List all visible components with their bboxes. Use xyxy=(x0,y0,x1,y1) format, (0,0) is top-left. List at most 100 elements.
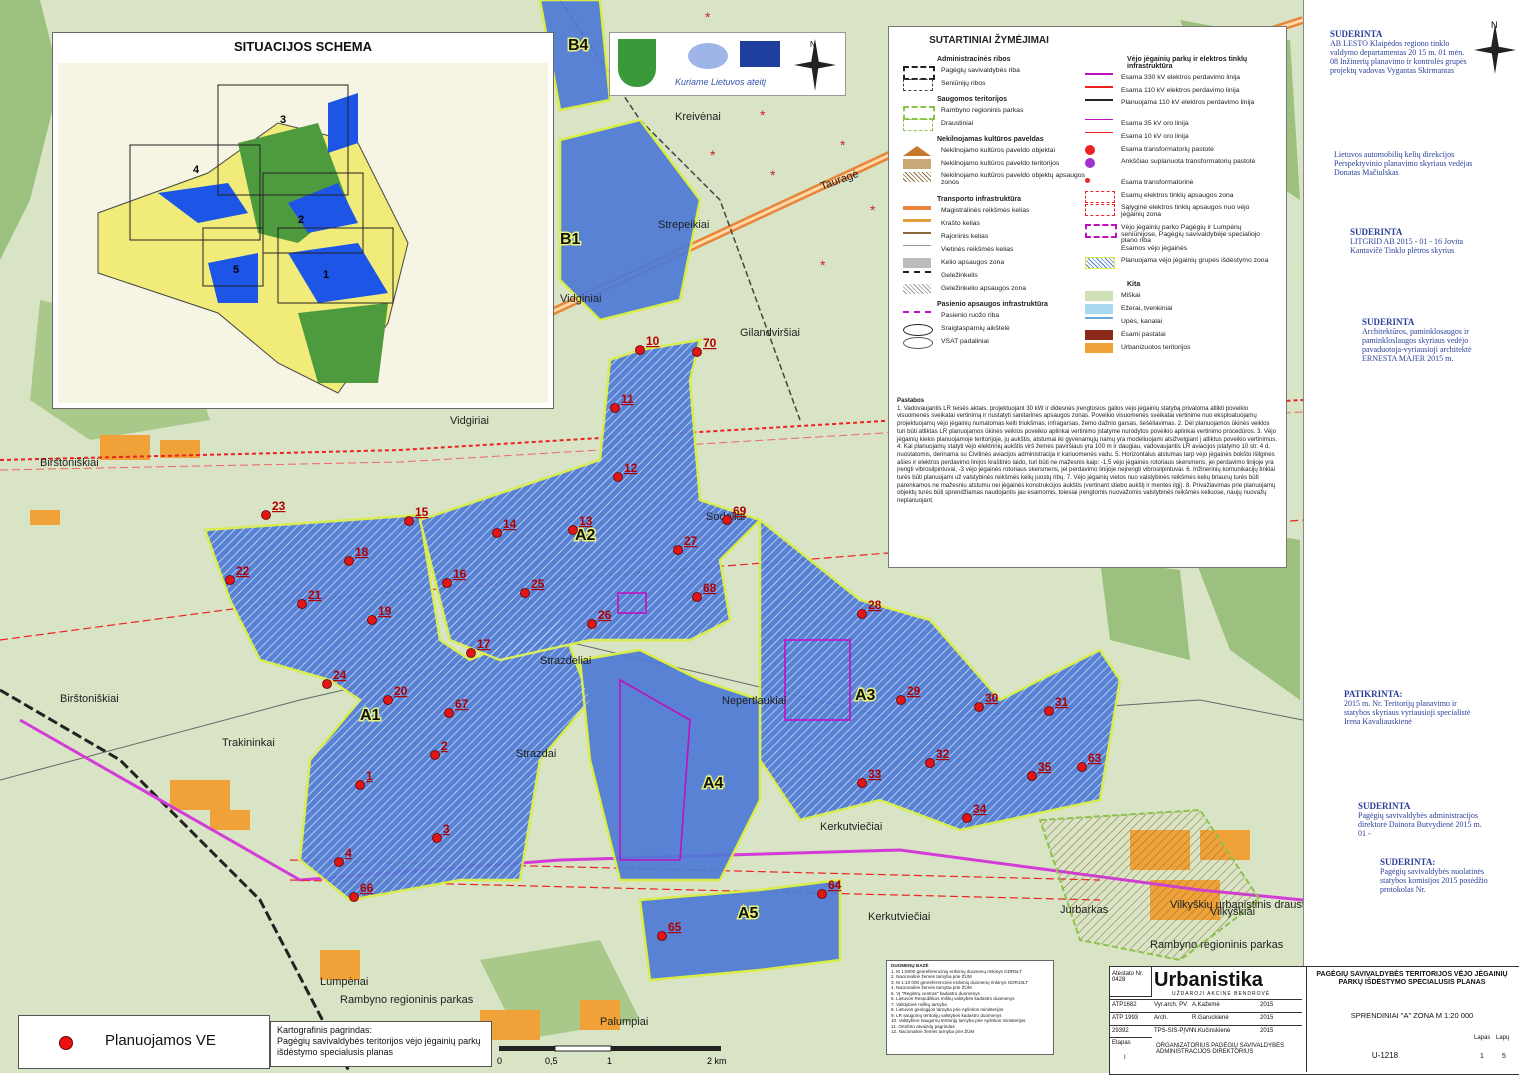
place-label: Birštoniškiai xyxy=(60,693,119,705)
legend-symbol-icon xyxy=(903,232,931,244)
turbine-marker[interactable] xyxy=(520,588,530,598)
turbine-number: 11 xyxy=(621,392,634,406)
place-label: Palumpiai xyxy=(600,1016,648,1028)
turbine-marker[interactable] xyxy=(896,695,906,705)
turbine-marker[interactable] xyxy=(613,472,623,482)
turbine-marker[interactable] xyxy=(568,525,578,535)
turbine-number: 17 xyxy=(477,637,491,651)
legend-label: Geležinkelis xyxy=(941,272,978,279)
turbine-marker[interactable] xyxy=(817,889,827,899)
approval-stamp: SUDERINTA:Pagėgių savivaldybės nuolatinė… xyxy=(1380,857,1488,895)
legend-label: Nekilnojamo kultūros paveldo teritorijos xyxy=(941,160,1060,167)
legend-label: Draustiniai xyxy=(941,120,974,127)
turbine-marker[interactable] xyxy=(673,545,683,555)
turbine-marker[interactable] xyxy=(974,702,984,712)
turbine-number: 20 xyxy=(394,684,408,698)
turbine-marker[interactable] xyxy=(657,931,667,941)
legend-section-title: Transporto infrastruktūra xyxy=(937,196,1022,203)
source-item: 6. Lietuvos Respublikos miškų valstybės … xyxy=(891,996,1015,1001)
turbine-dot-icon xyxy=(59,1036,73,1050)
turbine-marker[interactable] xyxy=(492,528,502,538)
turbine-marker[interactable] xyxy=(692,592,702,602)
turbine-number: 1 xyxy=(366,769,373,783)
plan-boundaries xyxy=(617,592,851,861)
place-label: Nepertlaukiai xyxy=(722,695,786,707)
turbine-marker[interactable] xyxy=(692,347,702,357)
turbine-marker[interactable] xyxy=(442,578,452,588)
legend-row: Rajoninis kelias xyxy=(889,231,1079,244)
turbine-number: 3 xyxy=(443,822,450,836)
svg-text:0: 0 xyxy=(497,1056,502,1066)
legend-symbol-icon xyxy=(1085,330,1113,340)
legend-row: Ežerai, tvenkiniai xyxy=(1079,303,1284,316)
legend-row: Esama transformatorių pastotė xyxy=(1079,144,1284,157)
legend-symbol-icon xyxy=(903,159,931,169)
legend-symbol-icon xyxy=(903,119,933,131)
turbine-number: 13 xyxy=(579,514,593,528)
turbine-number: 65 xyxy=(668,920,682,934)
legend-title: SUTARTINIAI ŽYMĖJIMAI xyxy=(929,35,1049,46)
legend-row: Krašto kelias xyxy=(889,218,1079,231)
turbine-marker[interactable] xyxy=(587,619,597,629)
turbine-number: 29 xyxy=(907,684,921,698)
legend-row: Esamų elektros tinklų apsaugos zona xyxy=(1079,190,1284,203)
turbine-marker[interactable] xyxy=(261,510,271,520)
turbine-marker[interactable] xyxy=(857,609,867,619)
approval-stamp: Lietuvos automobilių kelių direkcijos Pe… xyxy=(1334,150,1473,177)
legend-notes: Pastabos 1. Vadovaujantis LR teisės akta… xyxy=(897,397,1278,505)
turbine-marker[interactable] xyxy=(355,780,365,790)
protected-area-label: Rambyno regioninis parkas xyxy=(1150,939,1284,951)
turbine-marker[interactable] xyxy=(1077,762,1087,772)
turbine-marker[interactable] xyxy=(1044,706,1054,716)
turbine-marker[interactable] xyxy=(225,575,235,585)
legend-row: Esamos vėjo jėgainės xyxy=(1079,243,1284,256)
turbine-marker[interactable] xyxy=(857,778,867,788)
turbine-marker[interactable] xyxy=(962,813,972,823)
turbine-number: 25 xyxy=(531,577,545,591)
legend-label: Esama 10 kV oro linija xyxy=(1121,133,1189,140)
turbine-marker[interactable] xyxy=(722,515,732,525)
turbine-marker[interactable] xyxy=(466,648,476,658)
legend-label: Ežerai, tvenkiniai xyxy=(1121,305,1173,312)
turbine-marker[interactable] xyxy=(1027,771,1037,781)
legend-label: Esamų elektros tinklų apsaugos zona xyxy=(1121,192,1234,199)
legend-label: Nekilnojamo kultūros paveldo objektai xyxy=(941,147,1056,154)
turbine-marker[interactable] xyxy=(322,679,332,689)
turbine-marker[interactable] xyxy=(635,345,645,355)
legend-row: Pasienio ruožo riba xyxy=(889,310,1079,323)
turbine-marker[interactable] xyxy=(344,556,354,566)
legend-label: Magistralinės reikšmės kelias xyxy=(941,207,1030,214)
turbine-marker[interactable] xyxy=(610,403,620,413)
legend-section-title: Saugomos teritorijos xyxy=(937,96,1008,103)
legend-row: Sąlyginė elektros tinklų apsaugos nuo vė… xyxy=(1079,203,1284,223)
turbine-marker[interactable] xyxy=(349,892,359,902)
turbine-number: 24 xyxy=(333,668,347,682)
legend-section-title: Administracinės ribos xyxy=(937,56,1011,63)
turbine-marker[interactable] xyxy=(297,599,307,609)
place-label: Lumpėnai xyxy=(320,976,368,988)
turbine-marker[interactable] xyxy=(334,857,344,867)
turbine-marker[interactable] xyxy=(404,516,414,526)
structural-funds-logo-icon xyxy=(688,43,728,69)
legend-label: Sraigtasparnių aikštelė xyxy=(941,325,1010,332)
inset-zone-number: 5 xyxy=(233,264,239,276)
legend-row: Esama 35 kV oro linija xyxy=(1079,118,1284,131)
map-canvas[interactable]: ******** KreivėnaiStrepeikiaiVidginiaiGi… xyxy=(0,0,1303,1073)
turbine-marker[interactable] xyxy=(925,758,935,768)
svg-text:N: N xyxy=(1491,20,1498,30)
legend-row: Pagėgių savivaldybės riba xyxy=(889,65,1079,80)
legend-row: Sraigtasparnių aikštelė xyxy=(889,323,1079,336)
svg-text:0,5: 0,5 xyxy=(545,1056,558,1066)
turbine-marker[interactable] xyxy=(432,833,442,843)
turbine-marker[interactable] xyxy=(430,750,440,760)
legend-symbol-icon xyxy=(1085,132,1113,143)
source-item: 1. M 1:5000 georeferencinių erdvinių duo… xyxy=(891,968,1022,974)
turbine-marker[interactable] xyxy=(383,695,393,705)
legend-label: Upės, kanalai xyxy=(1121,318,1163,325)
turbine-marker[interactable] xyxy=(444,708,454,718)
turbine-marker[interactable] xyxy=(367,615,377,625)
